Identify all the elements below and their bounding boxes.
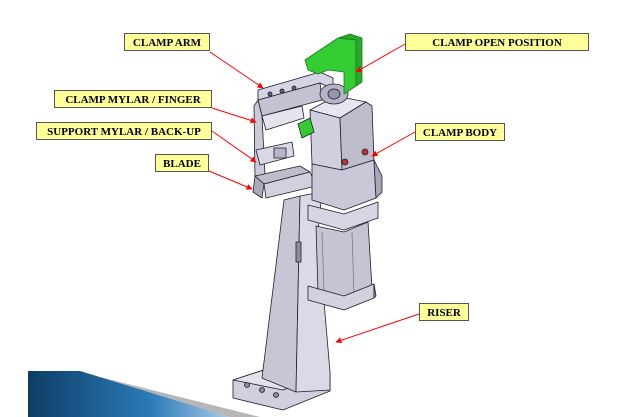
arm-hole bbox=[279, 88, 285, 94]
green-rod bbox=[297, 117, 315, 139]
clamp-open-position-side bbox=[337, 33, 363, 87]
arrow-riser bbox=[335, 313, 420, 344]
cylinder-end-cap-side bbox=[373, 283, 377, 299]
arrow-clamp-open bbox=[355, 43, 406, 73]
callout-arrows bbox=[208, 43, 420, 344]
arrow-support-backup bbox=[211, 130, 257, 163]
clamp-arm-label: CLAMP ARM bbox=[124, 33, 210, 51]
collar bbox=[307, 201, 379, 231]
arrow-blade bbox=[208, 170, 253, 190]
clamp-mylar-finger-label: CLAMP MYLAR / FINGER bbox=[54, 90, 212, 108]
body-pin-red bbox=[361, 148, 369, 156]
decorative-accent-bar bbox=[28, 371, 230, 417]
base-bolt-hole bbox=[244, 382, 250, 388]
arm-hole bbox=[267, 91, 273, 97]
blade-label: BLADE bbox=[155, 154, 209, 172]
pivot-hub bbox=[327, 88, 341, 100]
clamp-open-position-label: CLAMP OPEN POSITION bbox=[405, 33, 589, 51]
base-bolt-hole bbox=[273, 392, 279, 398]
base-bolt-hole bbox=[259, 387, 265, 393]
mounting-block-side bbox=[373, 159, 383, 199]
cylinder-tie-rod bbox=[321, 231, 325, 291]
arrow-clamp-finger bbox=[211, 107, 257, 124]
arrow-clamp-arm bbox=[209, 51, 264, 89]
arm-hole bbox=[291, 85, 297, 91]
blade-lower bbox=[252, 175, 265, 199]
cylinder-tie-rod bbox=[351, 231, 355, 297]
backup-block bbox=[273, 147, 287, 159]
body-pin-red bbox=[341, 158, 349, 166]
riser-label: RISER bbox=[419, 303, 469, 321]
riser-slot bbox=[295, 241, 302, 263]
clamp-finger bbox=[261, 105, 305, 131]
riser-column bbox=[261, 195, 301, 393]
clamp-body-front bbox=[309, 109, 343, 171]
machine-drawing bbox=[232, 33, 383, 411]
support-mylar-backup-label: SUPPORT MYLAR / BACK-UP bbox=[36, 122, 212, 140]
clamp-body-label: CLAMP BODY bbox=[415, 123, 505, 141]
arrow-clamp-body bbox=[371, 131, 416, 157]
